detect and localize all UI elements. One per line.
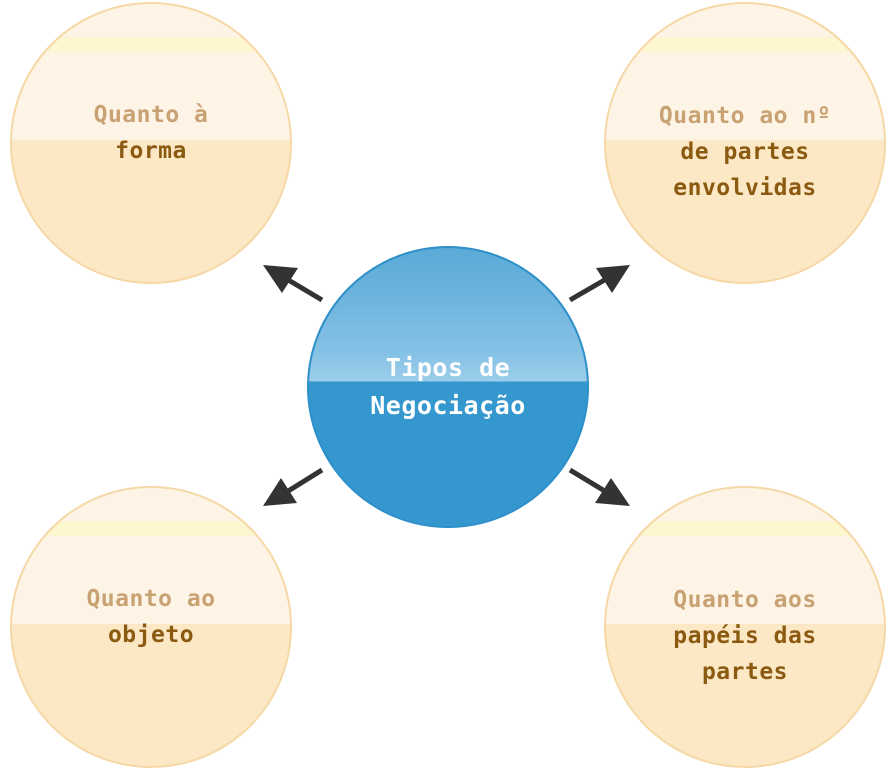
center-node-line1: Tipos de xyxy=(385,353,511,382)
node-papeis-partes-line2: papéis das xyxy=(673,623,817,649)
node-papeis-partes-line3: partes xyxy=(701,659,789,685)
node-papeis-partes-line1: Quanto aos xyxy=(673,587,817,613)
node-objeto-line1: Quanto ao xyxy=(86,586,216,612)
node-forma-line2: forma xyxy=(115,138,187,164)
arrow-to-bottom-left xyxy=(263,467,324,506)
node-papeis-partes: Quanto aos papéis das partes xyxy=(604,486,886,768)
arrow-to-top-left xyxy=(263,265,324,303)
center-node-tipos-negociacao: Tipos de Negociação xyxy=(307,246,589,528)
arrow-to-bottom-right xyxy=(568,467,630,506)
node-forma-line1: Quanto à xyxy=(93,102,209,128)
arrow-to-top-right xyxy=(568,265,630,303)
node-numero-partes-line2: de partes xyxy=(680,139,810,165)
node-numero-partes-line1: Quanto ao nº xyxy=(658,103,832,129)
node-objeto-line2: objeto xyxy=(107,622,195,648)
node-forma: Quanto à forma xyxy=(10,2,292,284)
node-objeto: Quanto ao objeto xyxy=(10,486,292,768)
node-numero-partes-line3: envolvidas xyxy=(673,175,817,201)
center-node-line2: Negociação xyxy=(370,391,526,420)
node-numero-partes: Quanto ao nº de partes envolvidas xyxy=(604,2,886,284)
